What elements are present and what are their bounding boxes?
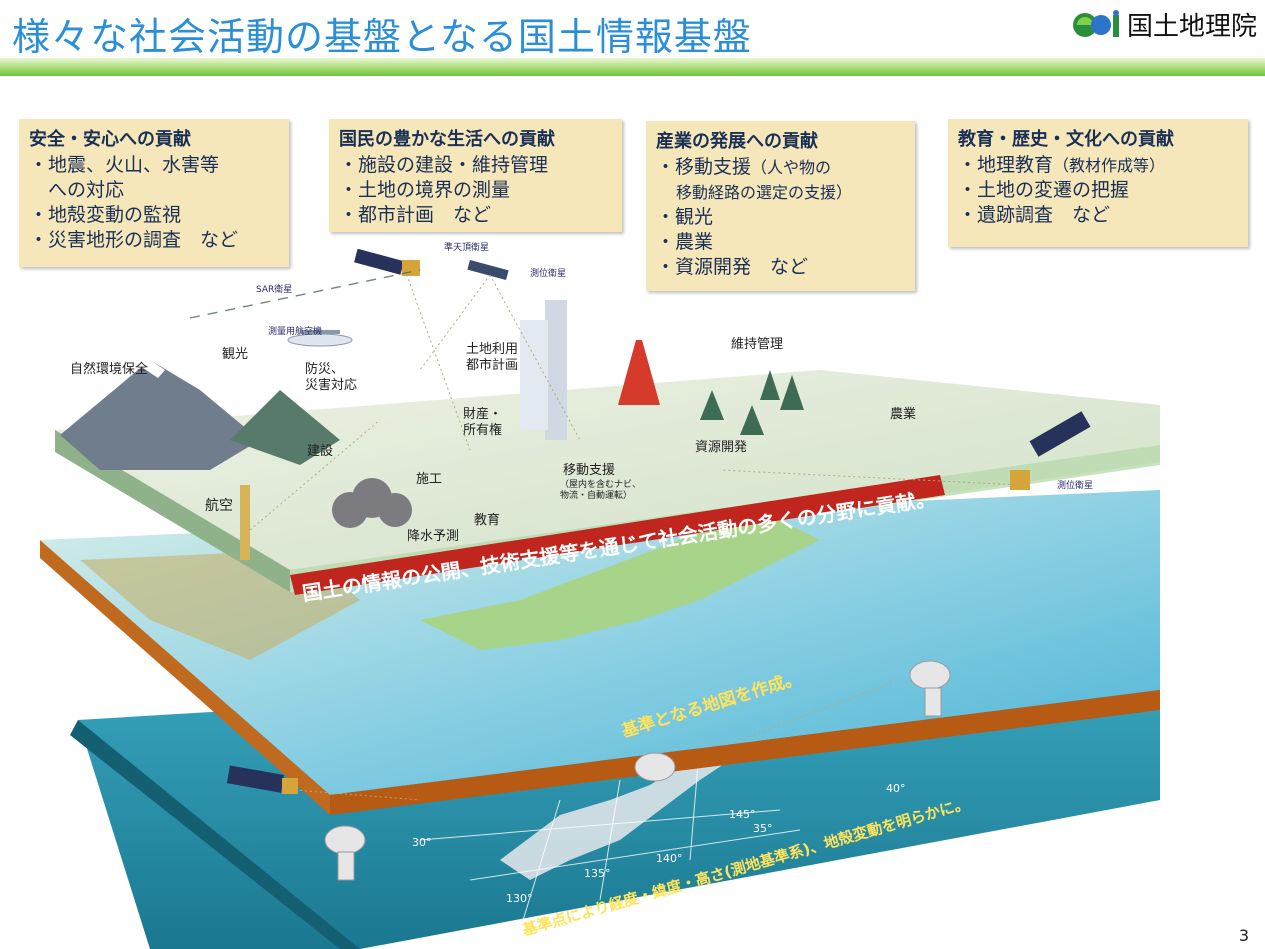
box-education: 教育・歴史・文化への貢献 ・地理教育（教材作成等） ・土地の変遷の把握 ・遺跡調…	[948, 119, 1248, 247]
label-gnss-satellite-right: 測位衛星	[1057, 481, 1094, 491]
box-item-note: 移動経路の選定の支援）	[676, 183, 853, 202]
label-mobility-sub: （屋内を含むナビ、	[560, 480, 642, 490]
label-sar-satellite: SAR衛星	[256, 285, 293, 295]
top-banner-band	[290, 475, 945, 595]
box-item-text: ・地理教育	[958, 154, 1054, 176]
box-item: ・移動支援（人や物の	[656, 155, 905, 180]
box-item: ・農業	[656, 231, 714, 253]
box-item: 移動経路の選定の支援）	[656, 180, 905, 205]
title-underline-bar	[0, 58, 1265, 76]
box-item-text: ・移動支援	[656, 156, 752, 178]
label-property-2: 所有権	[463, 423, 503, 438]
infrastructure-illustration: SAR衛星 準天頂衛星 測位衛星 測位衛星 測量用航空機 自然環境保全 観光 防…	[0, 240, 1265, 949]
box-industry: 産業の発展への貢献 ・移動支援（人や物の 移動経路の選定の支援） ・観光 ・農業…	[646, 121, 915, 291]
parabolic-antenna-icon	[634, 752, 676, 782]
aviation-tower-icon	[240, 485, 250, 560]
label-qzs-satellite: 準天頂衛星	[444, 243, 490, 253]
survey-aircraft-icon	[287, 330, 353, 347]
box-item-note: （教材作成等）	[1053, 156, 1166, 175]
box-item-note: （人や物の	[751, 158, 832, 177]
degree-35: 35°	[753, 822, 773, 835]
label-gnss-satellite-top: 測位衛星	[530, 269, 567, 279]
skytree-icon	[545, 300, 567, 440]
label-resource: 資源開発	[695, 440, 748, 455]
label-construction: 建設	[307, 444, 334, 459]
satellite-gnss-icon	[467, 259, 509, 281]
satellite-sar-icon	[354, 248, 420, 276]
box-heading: 産業の発展への貢献	[656, 131, 818, 152]
box-heading: 安全・安心への貢献	[29, 129, 191, 150]
header: 様々な社会活動の基盤となる国土情報基盤 国土地理院	[0, 0, 1265, 80]
label-disaster: 防災、	[305, 362, 345, 377]
box-item: ・土地の境界の測量	[339, 179, 511, 201]
degree-30: 30°	[412, 836, 432, 849]
box-heading: 教育・歴史・文化への貢献	[958, 129, 1174, 150]
box-safety: 安全・安心への貢献 ・地震、火山、水害等 への対応 ・地殻変動の監視 ・災害地形…	[19, 119, 289, 267]
label-mobility: 移動支援	[563, 463, 616, 478]
box-item: ・施設の建設・維持管理	[339, 154, 549, 176]
degree-145: 145°	[729, 808, 756, 821]
tokyo-tower-icon	[618, 340, 660, 405]
label-disaster-2: 災害対応	[305, 378, 358, 393]
gsi-logo: 国土地理院	[1071, 6, 1257, 43]
box-item: ・地殻変動の監視	[29, 204, 182, 226]
degree-130: 130°	[506, 892, 533, 905]
label-works: 施工	[416, 472, 443, 487]
box-heading: 国民の豊かな生活への貢献	[339, 129, 555, 150]
label-landuse: 土地利用	[466, 342, 519, 357]
box-item: ・観光	[656, 206, 714, 228]
box-item: ・災害地形の調査 など	[29, 229, 239, 251]
label-rainfall: 降水予測	[407, 529, 460, 544]
label-property: 財産・	[463, 407, 503, 422]
degree-140: 140°	[656, 852, 683, 865]
activity-layer	[55, 370, 1160, 570]
box-item: ・土地の変遷の把握	[958, 179, 1130, 201]
label-maintenance: 維持管理	[731, 337, 784, 352]
label-survey-aircraft: 測量用航空機	[268, 327, 323, 337]
label-tourism: 観光	[222, 347, 249, 362]
label-landuse-2: 都市計画	[466, 358, 519, 373]
box-item: ・資源開発 など	[656, 256, 809, 278]
rain-cloud-icon	[332, 478, 412, 528]
label-education: 教育	[474, 513, 501, 528]
gsi-logo-text: 国土地理院	[1126, 12, 1257, 42]
label-agriculture: 農業	[890, 407, 917, 422]
label-nature: 自然環境保全	[70, 362, 149, 377]
box-item: への対応	[29, 179, 125, 201]
page-title: 様々な社会活動の基盤となる国土情報基盤	[12, 15, 752, 59]
box-living: 国民の豊かな生活への貢献 ・施設の建設・維持管理 ・土地の境界の測量 ・都市計画…	[329, 119, 622, 232]
parabolic-antenna-icon	[909, 660, 951, 717]
satellite-bottom-icon	[226, 765, 298, 794]
gsi-logo-mark-icon	[1071, 9, 1123, 41]
box-item: ・都市計画 など	[339, 204, 492, 226]
box-item: ・遺跡調査 など	[958, 204, 1111, 226]
page-number: 3	[1238, 926, 1249, 945]
parabolic-antenna-icon	[324, 825, 366, 881]
box-item: ・地震、火山、水害等	[29, 154, 220, 176]
layer-illustration	[40, 248, 1160, 949]
degree-40: 40°	[886, 782, 906, 795]
label-aviation: 航空	[205, 498, 233, 514]
satellite-right-icon	[1010, 411, 1091, 490]
box-item: ・地理教育（教材作成等）	[958, 153, 1238, 178]
degree-135: 135°	[584, 867, 611, 880]
label-mobility-sub-2: 物流・自動運転）	[560, 491, 633, 501]
